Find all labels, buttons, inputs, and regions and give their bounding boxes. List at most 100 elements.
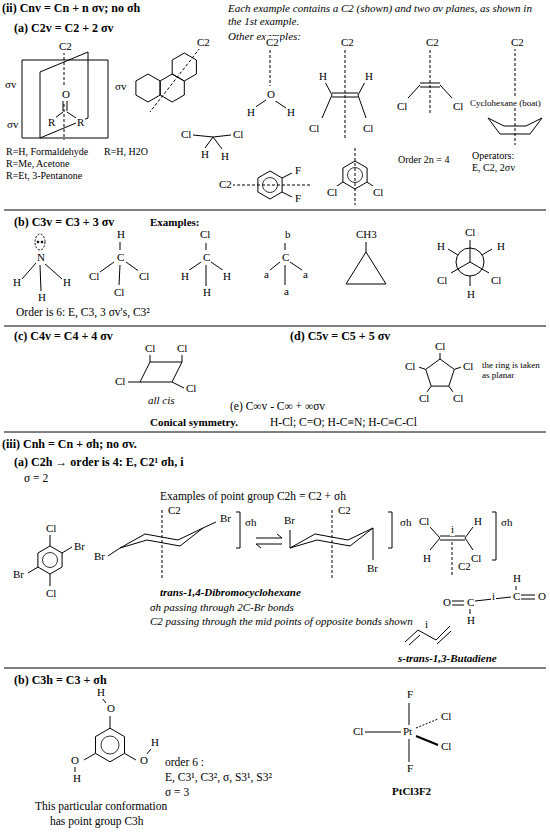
bond xyxy=(28,534,72,586)
equilibrium-arrows xyxy=(256,534,282,548)
text-label: R=Et, 3-Pentanone xyxy=(6,170,82,182)
text-label: Conical symmetry. xyxy=(150,416,238,429)
atom-label: C2 xyxy=(218,178,233,191)
atom-label: Cl xyxy=(470,552,482,565)
atom-label: O xyxy=(266,88,276,101)
atom-label: Cl xyxy=(180,128,192,141)
atom-label: Cl xyxy=(362,122,374,135)
text-label: (b) C3h = C3 + σh xyxy=(14,674,107,688)
atom-label: Cl xyxy=(372,186,384,199)
bond xyxy=(322,82,366,118)
atom-label: i xyxy=(491,590,496,603)
atom-label: Cl xyxy=(45,587,57,600)
atom-label: H xyxy=(422,552,432,565)
atom-label: F xyxy=(294,164,302,177)
atom-label: H xyxy=(37,291,47,304)
atom-label: Br xyxy=(283,514,296,527)
atom-label: Cl xyxy=(176,342,188,355)
atom-label: Cl xyxy=(396,100,408,113)
atom-label: C xyxy=(116,251,125,264)
ring xyxy=(136,74,160,102)
atom-label: O xyxy=(70,754,80,767)
atom-label: Pt xyxy=(402,725,413,738)
atom-label: σv xyxy=(4,78,17,91)
atom-label: F xyxy=(406,762,414,775)
atom-label: C2 xyxy=(167,504,182,517)
bond xyxy=(55,101,76,118)
text-label: Cyclohexane (boat) xyxy=(470,98,541,108)
atom-label: Cl xyxy=(452,100,464,113)
atom-label: O xyxy=(139,754,149,767)
bond xyxy=(100,242,140,285)
atom-label: C xyxy=(281,251,290,264)
symmetry-planes xyxy=(22,52,108,138)
bond xyxy=(419,352,461,392)
text-label: (d) C5v = C5 + 5 σv xyxy=(290,330,390,344)
atom-label: R xyxy=(76,116,85,129)
text-label: Examples: xyxy=(150,216,200,229)
text-label: the ring is taken as planar xyxy=(482,360,546,381)
atom-label: F xyxy=(294,192,302,205)
text-label: (a) C2v = C2 + 2 σv xyxy=(14,22,114,36)
atom-label: N xyxy=(36,251,46,264)
bond xyxy=(75,698,151,773)
atom-label: σh xyxy=(500,516,513,529)
atom-label: Br xyxy=(366,562,379,575)
atom-label: σh xyxy=(399,516,412,529)
atom-label: Cl xyxy=(440,710,452,723)
atom-label: C2 xyxy=(337,504,352,517)
atom-label: H xyxy=(466,288,476,301)
atom-label: F xyxy=(406,688,414,701)
atom-label: Cl xyxy=(114,375,126,388)
atom-label: H xyxy=(222,270,232,283)
atom-label: H xyxy=(466,614,476,627)
atom-label: R xyxy=(47,116,56,129)
text-label: trans-1,4-Dibromocyclohexane xyxy=(160,586,301,599)
atom-label: Cl xyxy=(326,186,338,199)
text-label: R=H, H2O xyxy=(104,146,148,158)
atom-label: H xyxy=(62,276,72,289)
atom-label: H xyxy=(200,148,210,161)
atom-label: Cl xyxy=(138,270,150,283)
atom-label: C2 xyxy=(340,36,355,49)
atom-label: H xyxy=(150,736,160,749)
bond xyxy=(408,83,452,98)
text-label: order 6 : xyxy=(165,756,204,769)
ring xyxy=(95,728,124,762)
text-label: (b) C3v = C3 + 3 σv xyxy=(14,216,114,230)
atom-label: Cl xyxy=(452,392,464,405)
text-label: R=H, Formaldehyde xyxy=(6,146,88,158)
atom-label: H xyxy=(364,70,374,83)
text-label: Order is 6: E, C3, 3 σv's, C3² xyxy=(16,306,150,319)
atom-label: Cl xyxy=(490,274,502,287)
text-label: all cis xyxy=(148,394,175,407)
molecule-drawings xyxy=(4,48,546,773)
atom-label: H xyxy=(220,150,230,163)
c2-axis xyxy=(150,48,515,205)
atom-label: b xyxy=(284,228,292,241)
text-label: Examples of point group C2h = C2 + σh xyxy=(160,490,346,503)
text-label: Order 2n = 4 xyxy=(398,154,449,166)
text-label: This particular conformation xyxy=(35,800,167,813)
ring xyxy=(38,546,62,574)
atom-label: a xyxy=(283,285,290,298)
atom-label: Cl xyxy=(404,360,416,373)
atom-label: H xyxy=(12,276,22,289)
atom-label: H xyxy=(72,772,82,785)
atom-label: Br xyxy=(219,512,232,525)
text-label: σh passing through 2C-Br bonds xyxy=(150,601,294,614)
atom-label: C2 xyxy=(58,40,73,53)
bond xyxy=(282,173,292,197)
atom-label: Cl xyxy=(418,515,430,528)
bond xyxy=(22,263,62,291)
boat-ring xyxy=(488,118,542,134)
text-label: E, C3¹, C3², σ, S3¹, S3² xyxy=(165,771,272,784)
atom-label: O xyxy=(61,88,71,101)
atom-label: H xyxy=(116,228,126,241)
atom-label: Cl xyxy=(418,392,430,405)
text-label: (c) C4v = C4 + 4 σv xyxy=(14,330,113,344)
text-label: Each example contains a C2 (shown) and t… xyxy=(228,2,546,27)
atom-label: Cl xyxy=(113,286,125,299)
text-label: Operators: xyxy=(472,150,514,162)
ring xyxy=(426,359,455,386)
